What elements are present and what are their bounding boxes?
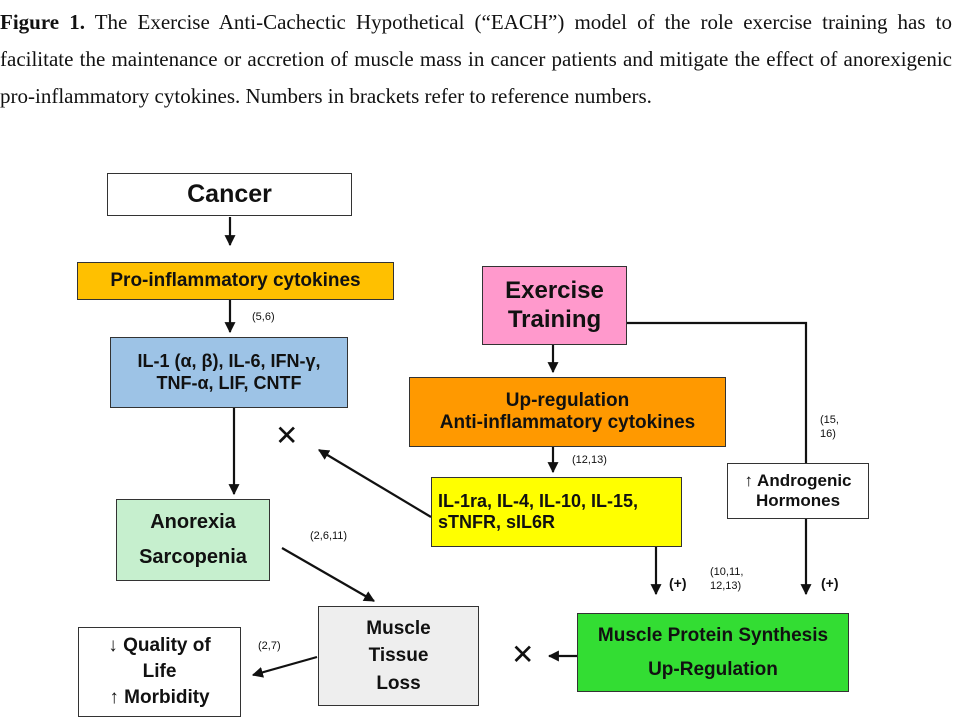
quality-of-life-box: ↓ Quality of Life ↑ Morbidity	[78, 627, 241, 717]
training-label: Training	[507, 305, 602, 333]
anti-inflammatory-label: Anti-inflammatory cytokines	[439, 412, 696, 433]
pro-cytokine-list-box: IL-1 (α, β), IL-6, IFN-γ, TNF-α, LIF, CN…	[110, 337, 348, 408]
exercise-label: Exercise	[505, 277, 604, 305]
plus-marker-androgenic: (+)	[821, 575, 839, 591]
arrow-loss-to-qol	[251, 655, 318, 678]
quality-of-life-line2: Life	[142, 660, 177, 682]
ref-10-11-line1: (10,11,	[710, 566, 744, 578]
plus-marker-anti: (+)	[669, 575, 687, 591]
ref-15-16-line2: 16)	[820, 427, 836, 440]
androgenic-hormones-box: ↑ Androgenic Hormones	[727, 463, 869, 519]
arrow-anorexia-to-loss	[281, 547, 375, 602]
pro-cytokine-list-line1: IL-1 (α, β), IL-6, IFN-γ,	[137, 351, 321, 372]
cancer-label: Cancer	[187, 179, 272, 208]
anti-cytokine-list-line2: sTNFR, sIL6R	[438, 512, 556, 532]
cancer-box: Cancer	[107, 173, 352, 216]
pro-inflammatory-box: Pro-inflammatory cytokines	[77, 262, 394, 300]
ref-2-6-11: (2,6,11)	[310, 530, 348, 542]
muscle-protein-synthesis-box: Muscle Protein Synthesis Up-Regulation	[577, 613, 849, 692]
exercise-training-box: Exercise Training	[482, 266, 627, 345]
pro-cytokine-list-line2: TNF-α, LIF, CNTF	[156, 372, 302, 393]
upregulation-label: Up-regulation	[505, 389, 630, 411]
figure-label: Figure 1.	[0, 10, 85, 34]
anti-cytokine-list-box: IL-1ra, IL-4, IL-10, IL-15, sTNFR, sIL6R	[431, 477, 682, 547]
upregulation-box: Up-regulation Anti-inflammatory cytokine…	[409, 377, 726, 447]
arrow-anti-inhibits-list	[318, 449, 432, 518]
muscle-tissue-loss-box: Muscle Tissue Loss	[318, 606, 479, 706]
ref-10-11-12-13: (10,11, 12,13)	[710, 566, 743, 594]
loss-label: Loss	[376, 672, 421, 694]
ref-5-6: (5,6)	[252, 311, 275, 323]
arrow-exercise-to-mps	[627, 321, 812, 596]
ref-15-16-line1: (15,	[820, 414, 839, 426]
anti-cytokine-list-line1: IL-1ra, IL-4, IL-10, IL-15,	[438, 490, 639, 511]
figure-caption: Figure 1. The Exercise Anti-Cachectic Hy…	[0, 4, 952, 115]
mps-label-line1: Muscle Protein Synthesis	[597, 625, 829, 647]
anorexia-sarcopenia-box: Anorexia Sarcopenia	[116, 499, 270, 581]
tissue-label: Tissue	[368, 645, 429, 667]
muscle-label: Muscle	[366, 617, 431, 639]
mps-label-line2: Up-Regulation	[648, 658, 778, 680]
ref-12-13: (12,13)	[572, 454, 607, 466]
ref-10-11-line2: 12,13)	[710, 579, 742, 592]
ref-15-16: (15, 16)	[820, 414, 839, 442]
ref-2-7: (2,7)	[258, 640, 281, 652]
sarcopenia-label: Sarcopenia	[139, 546, 247, 568]
inhibition-cross-icon-lower: ✕	[511, 638, 535, 671]
figure-caption-text: The Exercise Anti-Cachectic Hypothetical…	[0, 10, 953, 108]
quality-of-life-line1: ↓ Quality of	[108, 634, 211, 656]
hormones-label: Hormones	[755, 491, 841, 510]
morbidity-label: ↑ Morbidity	[109, 687, 210, 709]
anorexia-label: Anorexia	[150, 511, 236, 533]
androgenic-label: ↑ Androgenic	[744, 470, 852, 490]
inhibition-cross-icon-upper: ✕	[275, 419, 299, 452]
pro-inflammatory-label: Pro-inflammatory cytokines	[110, 269, 361, 291]
